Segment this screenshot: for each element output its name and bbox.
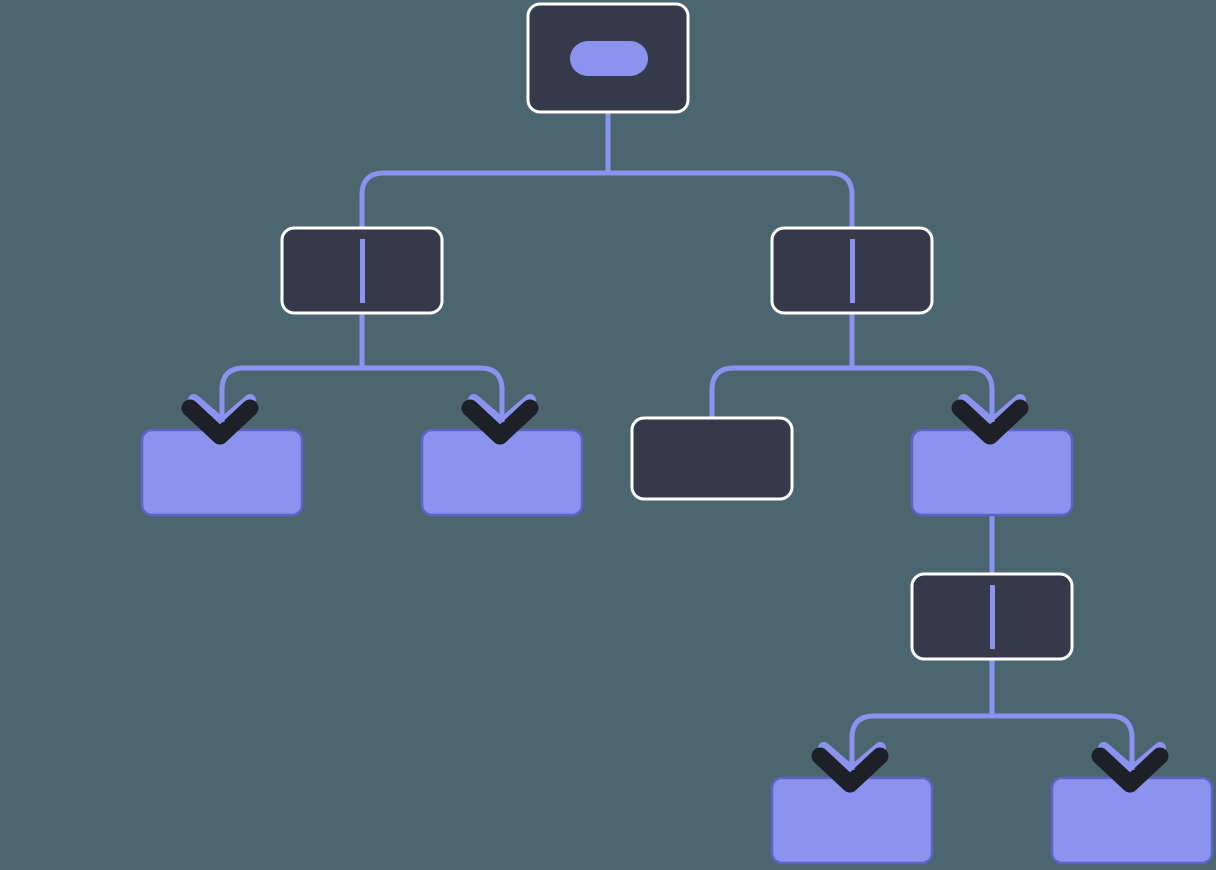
inner-marks-layer	[360, 239, 995, 649]
leaf-node-3-shape	[630, 416, 794, 501]
root-pill	[570, 41, 648, 76]
edge-root-to-branch-right[interactable]	[608, 170, 855, 313]
arrowhead-leaf-2	[461, 386, 539, 445]
edge-branch-right-to-leaf-3[interactable]	[709, 365, 852, 418]
arrowhead-leaf-2-glyph	[461, 399, 539, 445]
arrowhead-leaf-1	[181, 386, 259, 445]
arrowhead-leaf-4-glyph	[951, 399, 1029, 445]
node-inner-line-sub-branch	[990, 585, 995, 649]
node-inner-line-branch-left	[360, 239, 365, 303]
arrowheads-layer	[181, 386, 1169, 793]
node-inner-line-branch-right	[850, 239, 855, 303]
edge-root-to-branch-left[interactable]	[359, 170, 608, 313]
nodes-layer	[140, 2, 1214, 865]
root-node[interactable]	[526, 2, 690, 114]
leaf-node-3[interactable]	[630, 416, 794, 501]
arrowhead-leaf-6	[1091, 734, 1169, 793]
arrowhead-leaf-6-glyph	[1091, 747, 1169, 793]
arrowhead-leaf-5-glyph	[811, 747, 889, 793]
arrowhead-leaf-1-glyph	[181, 399, 259, 445]
arrowhead-leaf-5	[811, 734, 889, 793]
arrowhead-leaf-4	[951, 386, 1029, 445]
